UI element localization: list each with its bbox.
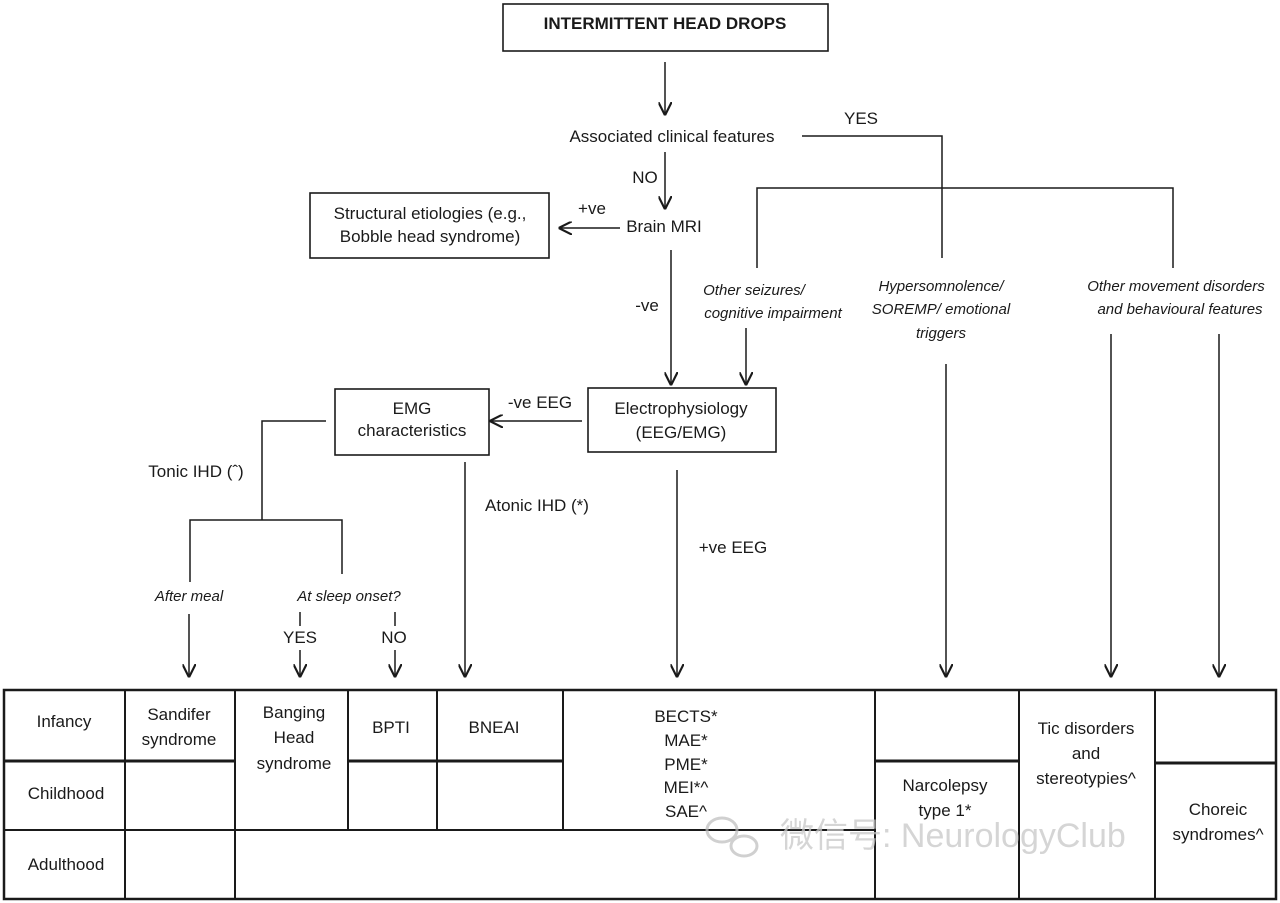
row-label-infancy: Infancy	[37, 712, 92, 731]
cell-tic-line2: and	[1072, 744, 1100, 763]
title-box	[502, 3, 829, 52]
associated-features-label: Associated clinical features	[569, 127, 774, 146]
other-movement-line2: and behavioural features	[1097, 301, 1263, 318]
atonic-ihd-label: Atonic IHD (*)	[485, 496, 589, 515]
cell-choreic-line1: Choreic	[1189, 800, 1248, 819]
yes-sleep-label: YES	[283, 628, 317, 647]
structural-line2: Bobble head syndrome)	[340, 227, 521, 246]
minus-ve-label: -ve	[635, 296, 659, 315]
wechat-logo-icon	[705, 816, 759, 858]
cell-epilepsy-pme: PME*	[664, 755, 708, 774]
hypersom-line2: SOREMP/ emotional	[872, 301, 1011, 318]
structural-etiologies-box	[309, 192, 550, 259]
tonic-branch-line	[261, 420, 326, 520]
title-text: INTERMITTENT HEAD DROPS	[544, 14, 787, 33]
row-label-childhood: Childhood	[28, 784, 105, 803]
age-table	[2, 688, 1278, 901]
other-seizures-line1: Other seizures/	[703, 282, 807, 299]
cell-tic-line3: stereotypies^	[1036, 769, 1136, 788]
row-label-adulthood: Adulthood	[28, 855, 105, 874]
yes-label-top: YES	[844, 109, 878, 128]
emg-line1: EMG	[393, 399, 432, 418]
electro-line2: (EEG/EMG)	[636, 423, 727, 442]
hypersom-line1: Hypersomnolence/	[878, 278, 1005, 295]
cell-banging-line2: Head	[274, 728, 315, 747]
yes-branch-line	[802, 135, 943, 258]
cell-epilepsy-mei: MEI*^	[664, 778, 709, 797]
cell-narcolepsy-line1: Narcolepsy	[902, 776, 988, 795]
electro-line1: Electrophysiology	[614, 399, 748, 418]
no-label-top: NO	[632, 168, 658, 187]
watermark-text: 微信号: NeurologyClub	[780, 817, 1126, 855]
emg-characteristics-box	[334, 388, 490, 456]
at-sleep-onset-label: At sleep onset?	[296, 588, 401, 605]
other-seizures-line2: cognitive impairment	[704, 305, 842, 322]
tonic-bracket-line	[189, 519, 343, 582]
yes-bracket-line	[756, 187, 1174, 268]
cell-epilepsy-mae: MAE*	[664, 731, 708, 750]
cell-bneai: BNEAI	[468, 718, 519, 737]
cell-sandifer-line1: Sandifer	[147, 705, 211, 724]
hypersom-line3: triggers	[916, 325, 967, 342]
brain-mri-label: Brain MRI	[626, 217, 702, 236]
cell-epilepsy-sae: SAE^	[665, 802, 707, 821]
after-meal-label: After meal	[154, 588, 224, 605]
electrophysiology-box	[587, 387, 777, 453]
emg-line2: characteristics	[358, 421, 467, 440]
neg-eeg-label: -ve EEG	[508, 393, 572, 412]
cell-narcolepsy-line2: type 1*	[919, 801, 972, 820]
cell-tic-line1: Tic disorders	[1038, 719, 1135, 738]
tonic-ihd-label: Tonic IHD (ˆ)	[148, 462, 243, 481]
other-movement-line1: Other movement disorders	[1087, 278, 1265, 295]
cell-banging-line1: Banging	[263, 703, 325, 722]
cell-epilepsy-bects: BECTS*	[654, 707, 718, 726]
structural-line1: Structural etiologies (e.g.,	[334, 204, 527, 223]
cell-bpti: BPTI	[372, 718, 410, 737]
pos-eeg-label: +ve EEG	[699, 538, 768, 557]
no-sleep-label: NO	[381, 628, 407, 647]
cell-banging-line3: syndrome	[257, 754, 332, 773]
plus-ve-label: +ve	[578, 199, 606, 218]
cell-sandifer-line2: syndrome	[142, 730, 217, 749]
cell-choreic-line2: syndromes^	[1172, 825, 1263, 844]
